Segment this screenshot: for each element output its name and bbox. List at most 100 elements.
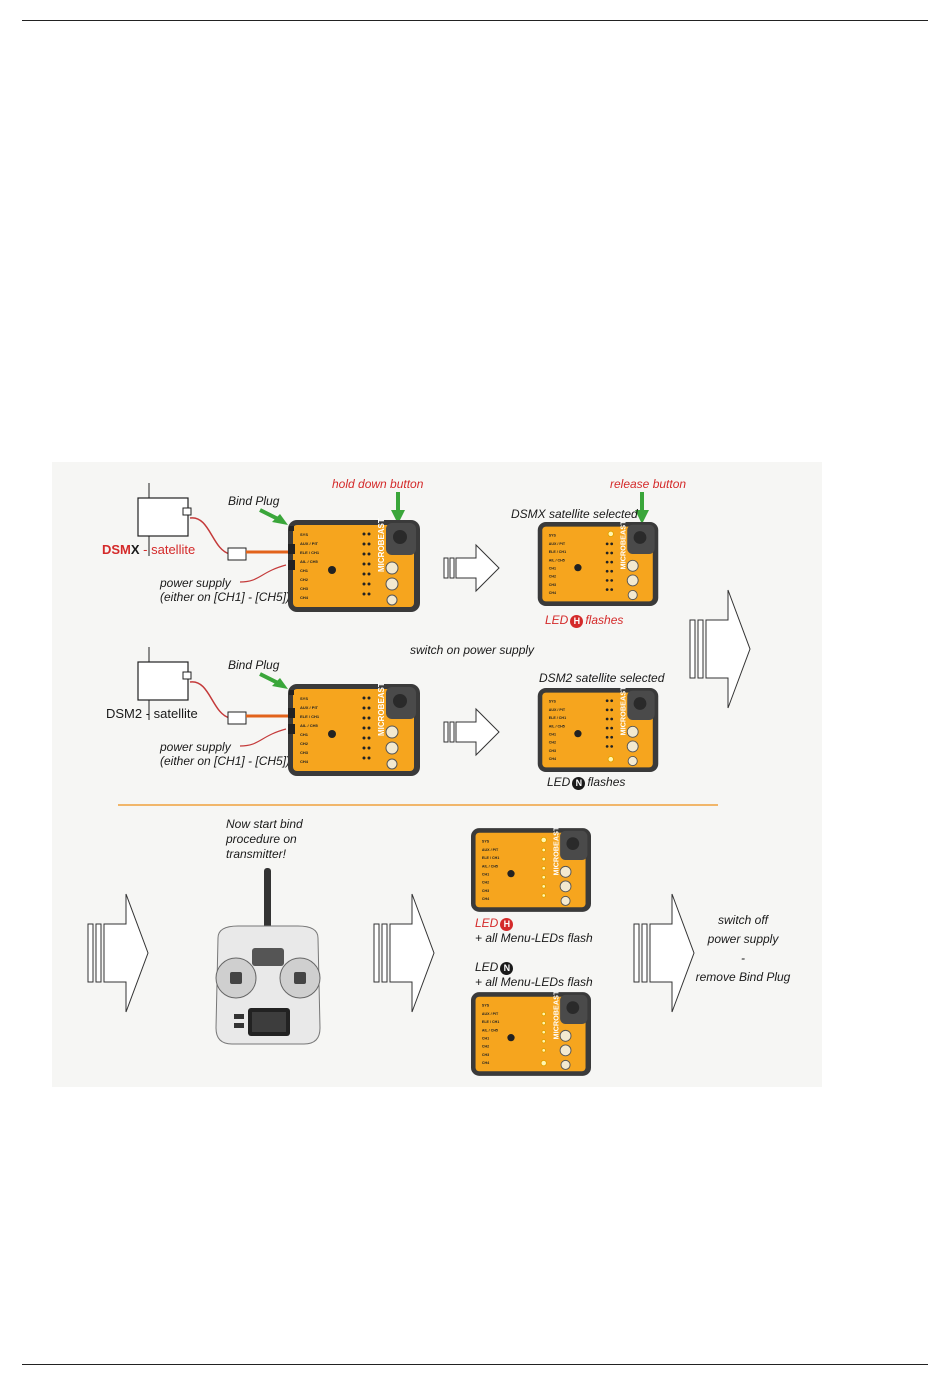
svg-text:CH1: CH1: [300, 732, 309, 737]
transmitter-image: [215, 868, 321, 1045]
led-n-badge: N: [500, 962, 514, 975]
svg-text:AUX / PIT: AUX / PIT: [549, 708, 566, 712]
svg-text:SYS: SYS: [549, 534, 557, 538]
svg-text:CH2: CH2: [300, 577, 309, 582]
dsm2-selected-label: DSM2 satellite selected: [539, 671, 665, 685]
svg-text:CH2: CH2: [482, 1045, 489, 1049]
figure-background: [52, 462, 822, 1087]
svg-text:ELE / CH1: ELE / CH1: [300, 714, 320, 719]
now-start-label: Now start bind procedure on transmitter!: [226, 817, 303, 861]
svg-text:CH2: CH2: [549, 575, 556, 579]
svg-text:CH1: CH1: [482, 1036, 489, 1040]
svg-text:CH4: CH4: [549, 757, 556, 761]
dsm2-satellite-label: DSM2 - satellite: [106, 706, 198, 721]
svg-text:ELE / CH1: ELE / CH1: [300, 550, 320, 555]
svg-text:CH2: CH2: [549, 741, 556, 745]
svg-text:CH4: CH4: [482, 1061, 489, 1065]
big-hollow-arrow-icon: [689, 589, 751, 709]
svg-text:AUX / PIT: AUX / PIT: [482, 1012, 499, 1016]
section-separator: [118, 804, 718, 806]
green-arrow-icon: [391, 492, 405, 524]
hollow-arrow-icon: [443, 543, 500, 593]
dsm2-cable: [189, 681, 290, 747]
svg-text:MICROBEAST: MICROBEAST: [618, 520, 627, 570]
green-arrow-icon: [259, 672, 288, 689]
svg-text:AIL / CH5: AIL / CH5: [549, 558, 565, 562]
svg-text:CH3: CH3: [549, 583, 556, 587]
svg-text:AUX / PIT: AUX / PIT: [549, 542, 566, 546]
svg-text:MICROBEAST: MICROBEAST: [377, 518, 386, 572]
svg-text:AIL / CH5: AIL / CH5: [482, 1028, 498, 1032]
svg-text:MICROBEAST: MICROBEAST: [618, 686, 627, 736]
svg-text:AIL / CH5: AIL / CH5: [300, 559, 318, 564]
svg-text:SYS: SYS: [300, 532, 308, 537]
svg-text:MICROBEAST: MICROBEAST: [377, 682, 386, 736]
svg-text:CH3: CH3: [300, 586, 309, 591]
dsmx-satellite-unit: [137, 483, 192, 556]
hollow-arrow-icon: [373, 893, 435, 1013]
green-arrow-icon: [635, 492, 649, 524]
switch-on-label: switch on power supply: [410, 643, 535, 657]
bind-plug-label-1: Bind Plug: [228, 494, 280, 508]
svg-text:CH2: CH2: [482, 881, 489, 885]
bind-plug-label-2: Bind Plug: [228, 658, 280, 672]
led-n-badge: N: [572, 777, 586, 790]
dsmx-selected-label: DSMX satellite selected: [511, 507, 638, 521]
svg-text:CH1: CH1: [300, 568, 309, 573]
dsmx-satellite-label: DSMX - satellite: [102, 542, 196, 557]
svg-text:CH3: CH3: [482, 889, 489, 893]
svg-text:ELE / CH1: ELE / CH1: [549, 550, 566, 554]
svg-text:ELE / CH1: ELE / CH1: [482, 1020, 499, 1024]
svg-text:SYS: SYS: [549, 700, 557, 704]
svg-text:AIL / CH5: AIL / CH5: [549, 724, 565, 728]
hollow-arrow-icon: [633, 893, 695, 1013]
svg-text:MICROBEAST: MICROBEAST: [551, 990, 560, 1039]
svg-text:CH4: CH4: [300, 759, 309, 764]
svg-text:ELE / CH1: ELE / CH1: [549, 716, 566, 720]
hollow-arrow-icon: [443, 707, 500, 757]
top-rule: [22, 20, 928, 21]
power-supply-label-1: power supply(either on [CH1] - [CH5]): [160, 576, 291, 604]
power-supply-label-2: power supply(either on [CH1] - [CH5]): [160, 740, 291, 768]
svg-text:AIL / CH5: AIL / CH5: [482, 864, 498, 868]
svg-text:CH1: CH1: [482, 872, 489, 876]
svg-text:CH1: CH1: [549, 566, 556, 570]
svg-text:SYS: SYS: [482, 840, 490, 844]
led-h-badge: H: [500, 918, 514, 931]
svg-text:CH4: CH4: [300, 595, 309, 600]
dsm2-satellite-unit: [137, 647, 192, 720]
svg-text:SYS: SYS: [300, 696, 308, 701]
svg-text:CH2: CH2: [300, 741, 309, 746]
big-hollow-arrow-icon: [87, 893, 149, 1013]
led-h-badge: H: [570, 615, 584, 628]
switch-off-label: switch off power supply - remove Bind Pl…: [695, 913, 791, 984]
svg-text:AUX / PIT: AUX / PIT: [300, 705, 319, 710]
svg-text:MICROBEAST: MICROBEAST: [551, 826, 560, 875]
dsmx-cable: [189, 517, 290, 583]
svg-text:CH1: CH1: [549, 732, 556, 736]
svg-text:CH3: CH3: [300, 750, 309, 755]
svg-text:AUX / PIT: AUX / PIT: [300, 541, 319, 546]
bottom-rule: [22, 1364, 928, 1365]
release-label: release button: [610, 477, 687, 491]
svg-text:AUX / PIT: AUX / PIT: [482, 848, 499, 852]
hold-down-label: hold down button: [332, 477, 424, 491]
svg-text:AIL / CH5: AIL / CH5: [300, 723, 318, 728]
svg-text:ELE / CH1: ELE / CH1: [482, 856, 499, 860]
svg-text:CH3: CH3: [482, 1053, 489, 1057]
green-arrow-icon: [259, 508, 288, 525]
svg-text:CH4: CH4: [482, 897, 489, 901]
svg-text:SYS: SYS: [482, 1004, 490, 1008]
svg-text:CH4: CH4: [549, 591, 556, 595]
svg-text:CH3: CH3: [549, 749, 556, 753]
